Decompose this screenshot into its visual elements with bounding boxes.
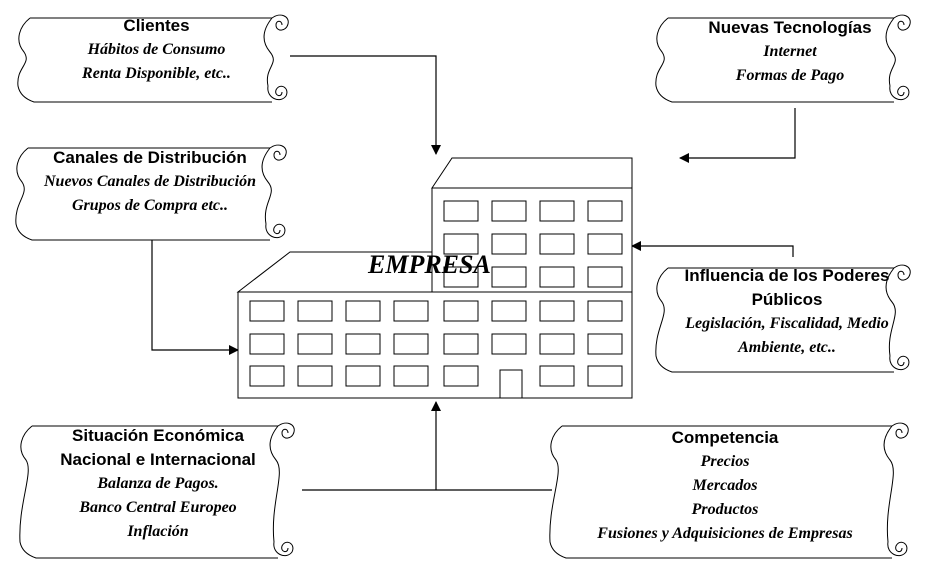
- window: [539, 365, 575, 387]
- tower-window: [539, 233, 575, 255]
- scroll-canales-bottom-curl: [265, 223, 286, 239]
- tower-window: [491, 266, 527, 288]
- window: [491, 300, 527, 322]
- tower-window: [587, 200, 623, 222]
- box-tecnologias-line-2: Formas de Pago: [735, 67, 845, 84]
- scroll-situacion-bottom-curl: [273, 541, 294, 557]
- window: [491, 333, 527, 355]
- window: [539, 300, 575, 322]
- window: [443, 300, 479, 322]
- tower-window: [587, 266, 623, 288]
- scroll-group: [15, 14, 911, 559]
- box-competencia-line-4: Fusiones y Adquisiciones de Empresas: [597, 525, 853, 542]
- scroll-tecnologias: [655, 17, 896, 103]
- company-label: EMPRESA: [368, 250, 491, 279]
- arrow-clientes-to-empresa: [290, 55, 441, 155]
- box-competencia-title: Competencia: [671, 428, 779, 447]
- tower-window: [443, 233, 479, 255]
- arrow-tecnologias-to-empresa: [679, 108, 796, 163]
- scroll-tecnologias-bottom-curl: [889, 85, 910, 101]
- box-poderes-title: Influencia de los Poderes Públicos: [684, 266, 890, 309]
- box-tecnologias: Nuevas Tecnologías Internet Formas de Pa…: [660, 16, 920, 88]
- tower-window: [539, 200, 575, 222]
- tower-window: [587, 233, 623, 255]
- scroll-poderes-top-curl: [893, 264, 911, 281]
- window: [345, 300, 381, 322]
- scroll-clientes: [17, 17, 274, 103]
- building-door: [499, 369, 523, 399]
- window: [587, 333, 623, 355]
- window: [587, 300, 623, 322]
- window: [249, 333, 285, 355]
- tower-window: [443, 266, 479, 288]
- scroll-situacion: [19, 425, 280, 559]
- window: [393, 365, 429, 387]
- window: [249, 365, 285, 387]
- window: [587, 365, 623, 387]
- connector-group: [151, 55, 796, 491]
- scroll-competencia-top-curl: [891, 422, 909, 439]
- scroll-competencia: [549, 425, 894, 559]
- window: [443, 365, 479, 387]
- box-tecnologias-line-1: Internet: [763, 43, 817, 60]
- box-competencia-line-3: Productos: [691, 501, 759, 518]
- scroll-clientes-bottom-curl: [267, 85, 288, 101]
- box-situacion-line-1: Balanza de Pagos.: [97, 475, 219, 492]
- scroll-situacion-top-curl: [277, 422, 295, 439]
- scroll-canales: [15, 147, 272, 241]
- arrow-poderes-to-empresa: [631, 241, 794, 257]
- box-clientes-line-2: Renta Disponible, etc..: [82, 65, 231, 82]
- scroll-tecnologias-top-curl: [893, 14, 911, 31]
- window: [345, 365, 381, 387]
- scroll-poderes: [655, 267, 896, 373]
- scroll-canales-top-curl: [269, 144, 287, 161]
- scroll-clientes-top-curl: [271, 14, 289, 31]
- box-clientes: Clientes Hábitos de Consumo Renta Dispon…: [24, 14, 289, 86]
- tower-window: [539, 266, 575, 288]
- window: [443, 333, 479, 355]
- box-clientes-title: Clientes: [123, 16, 190, 35]
- tower-roof: [431, 157, 633, 189]
- window: [297, 333, 333, 355]
- arrow-canales-to-empresa: [151, 240, 239, 355]
- scroll-competencia-bottom-curl: [887, 541, 908, 557]
- box-competencia-line-2: Mercados: [692, 477, 758, 494]
- box-tecnologias-title: Nuevas Tecnologías: [708, 18, 872, 37]
- box-situacion-line-3: Inflación: [127, 523, 189, 540]
- box-situacion-title: Situación Económica Nacional e Internaci…: [60, 426, 256, 469]
- window: [539, 333, 575, 355]
- scroll-poderes-bottom-curl: [889, 355, 910, 371]
- box-poderes-line-1: Legislación, Fiscalidad, Medio Ambiente,…: [685, 315, 889, 356]
- window: [393, 300, 429, 322]
- box-competencia-line-1: Precios: [700, 453, 750, 470]
- window: [249, 300, 285, 322]
- tower-window: [491, 200, 527, 222]
- box-canales: Canales de Distribución Nuevos Canales d…: [14, 146, 286, 218]
- box-poderes: Influencia de los Poderes Públicos Legis…: [656, 264, 918, 360]
- box-situacion: Situación Económica Nacional e Internaci…: [38, 424, 278, 544]
- window: [297, 300, 333, 322]
- box-canales-title: Canales de Distribución: [53, 148, 247, 167]
- tower-window: [491, 233, 527, 255]
- box-clientes-line-1: Hábitos de Consumo: [87, 41, 226, 58]
- box-canales-line-1: Nuevos Canales de Distribución: [43, 173, 256, 190]
- box-situacion-line-2: Banco Central Europeo: [79, 499, 237, 516]
- box-competencia: Competencia Precios Mercados Productos F…: [566, 426, 884, 546]
- building: [236, 157, 633, 399]
- window-group: [249, 200, 623, 387]
- window: [297, 365, 333, 387]
- tower-window: [443, 200, 479, 222]
- window: [393, 333, 429, 355]
- window: [345, 333, 381, 355]
- box-canales-line-2: Grupos de Compra etc..: [72, 197, 228, 214]
